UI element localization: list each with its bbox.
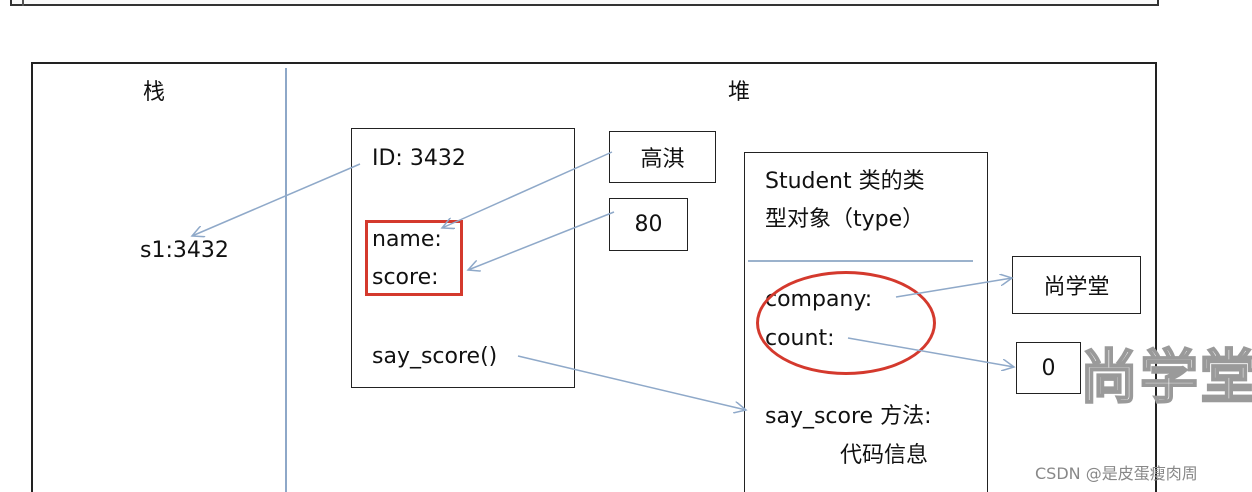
previous-frame-edge	[10, 0, 1159, 6]
stack-label: 栈	[143, 80, 166, 105]
score-value-box: 80	[609, 198, 688, 251]
type-object-separator	[748, 260, 973, 262]
watermark-logo: 尚学堂	[1079, 342, 1252, 412]
author-credit: CSDN @是皮蛋瘦肉周	[1035, 464, 1198, 483]
method-info-line2: 代码信息	[840, 443, 929, 468]
class-attributes-highlight	[756, 271, 936, 375]
diagram-frame	[31, 62, 1157, 492]
name-attribute: name:	[372, 227, 442, 252]
arrow-company-value	[895, 278, 1012, 298]
arrow-object-to-stack	[192, 163, 361, 236]
arrow-count-value	[847, 337, 1014, 367]
name-value-box: 高淇	[609, 131, 716, 183]
arrow-method-to-type	[517, 355, 746, 410]
say-score-method: say_score()	[372, 344, 498, 369]
type-object-title-line2: 型对象（type）	[765, 207, 925, 232]
method-info-line1: say_score 方法:	[765, 404, 932, 429]
count-value-box: 0	[1016, 342, 1081, 394]
previous-frame-tick	[22, 0, 24, 6]
stack-heap-divider	[285, 68, 287, 492]
stack-variable: s1:3432	[140, 238, 229, 263]
instance-attributes-highlight	[365, 220, 463, 296]
instance-object-box	[351, 128, 575, 388]
arrow-score-value	[468, 211, 615, 270]
company-value-box: 尚学堂	[1012, 256, 1141, 314]
arrow-name-value	[442, 151, 613, 228]
object-id: ID: 3432	[372, 146, 466, 171]
score-attribute: score:	[372, 265, 439, 290]
type-object-title-line1: Student 类的类	[765, 169, 925, 194]
heap-label: 堆	[728, 80, 751, 105]
